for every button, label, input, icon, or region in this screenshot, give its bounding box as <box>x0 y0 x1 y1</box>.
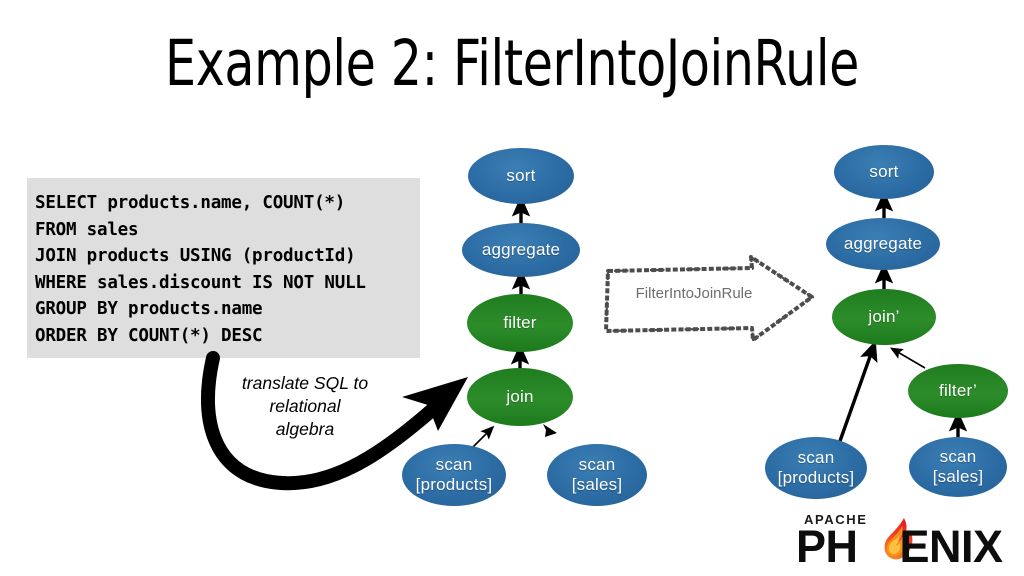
node-filter[interactable]: filter <box>467 294 573 352</box>
node-scan-sales[interactable]: scan [sales] <box>909 437 1007 497</box>
caption-line: relational <box>269 396 341 416</box>
edge-filter-to-join <box>889 347 926 369</box>
node-join-prime[interactable]: join’ <box>832 289 936 345</box>
caption-line: algebra <box>275 419 335 439</box>
node-label: scan <box>797 448 835 467</box>
sql-line: ORDER BY COUNT(*) DESC <box>35 325 263 346</box>
node-label: filter <box>503 313 537 332</box>
node-aggregate[interactable]: aggregate <box>462 223 580 277</box>
sql-line: WHERE sales.discount IS NOT NULL <box>35 272 366 293</box>
node-scan-products[interactable]: scan [products] <box>402 444 506 506</box>
node-aggregate[interactable]: aggregate <box>826 218 940 270</box>
logo-phoenix-text-before: PH <box>796 521 858 572</box>
sql-line: FROM sales <box>35 219 139 240</box>
edge-scan-products-to-join <box>838 340 878 442</box>
edge-scan-sales-to-join-arrowhead <box>543 424 557 437</box>
node-label: [sales] <box>571 475 623 494</box>
node-scan-sales[interactable]: scan [sales] <box>547 444 647 506</box>
node-label: join <box>506 387 534 406</box>
sql-line: SELECT products.name, COUNT(*) <box>35 193 346 213</box>
logo-apache-text: APACHE <box>804 512 868 527</box>
node-label: filter’ <box>939 381 977 400</box>
logo-phoenix-text: PH ENIX <box>796 524 1003 569</box>
sql-line: JOIN products USING (productId) <box>35 246 356 266</box>
rule-arrow-label: FilterIntoJoinRule <box>635 285 753 302</box>
node-label: [sales] <box>932 467 984 486</box>
caption-line: translate SQL to <box>241 373 369 393</box>
node-scan-products[interactable]: scan [products] <box>765 437 867 499</box>
node-label: sort <box>506 166 536 185</box>
node-join[interactable]: join <box>467 368 573 426</box>
node-label: scan <box>578 455 616 474</box>
logo-phoenix-text-after: ENIX <box>899 521 1004 572</box>
node-label: join’ <box>868 307 900 326</box>
sql-line: GROUP BY products.name <box>35 299 263 319</box>
node-label: [products] <box>777 468 855 487</box>
page-title: Example 2: FilterIntoJoinRule <box>165 27 859 100</box>
sql-code-block: SELECT products.name, COUNT(*) FROM sale… <box>27 178 420 358</box>
node-label: aggregate <box>843 234 923 253</box>
node-sort[interactable]: sort <box>468 148 574 204</box>
node-filter-prime[interactable]: filter’ <box>908 364 1008 418</box>
node-label: aggregate <box>481 240 561 259</box>
apache-phoenix-logo: APACHE PH ENIX <box>796 512 1020 569</box>
node-label: scan <box>939 447 977 466</box>
node-sort[interactable]: sort <box>834 145 934 199</box>
translate-sql-caption: translate SQL to relational algebra <box>222 372 388 441</box>
node-label: [products] <box>415 475 493 494</box>
node-label: scan <box>435 455 473 474</box>
node-label: sort <box>869 162 899 181</box>
